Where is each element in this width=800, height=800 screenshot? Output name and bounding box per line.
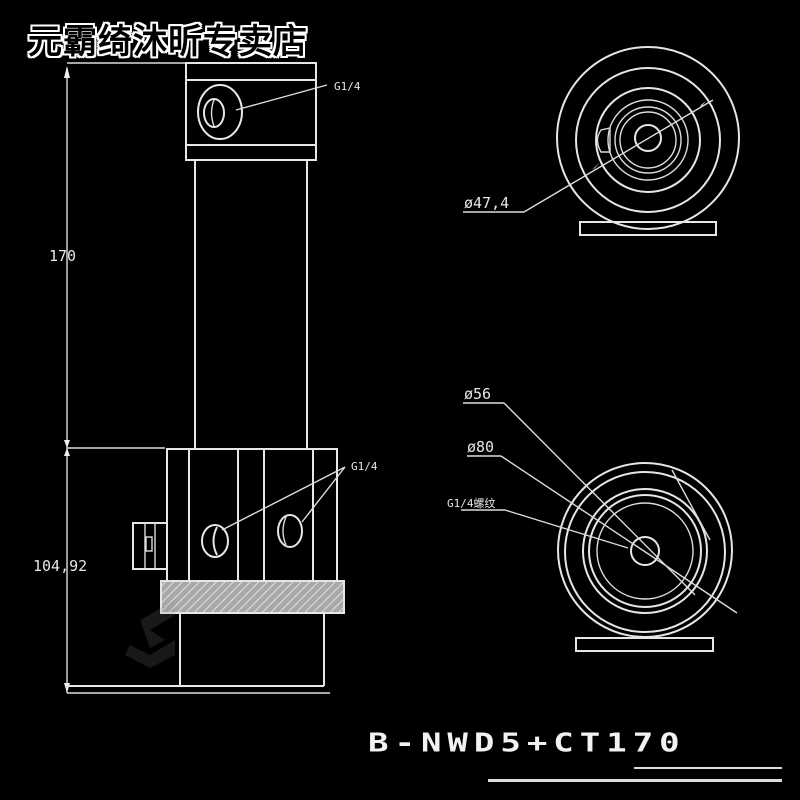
bottom-view-outer-diameter-label: ø56 bbox=[464, 385, 491, 403]
top-view bbox=[463, 46, 740, 236]
side-view bbox=[64, 62, 346, 694]
top-port-label: G1/4 bbox=[334, 80, 361, 93]
bottom-view bbox=[461, 402, 738, 652]
model-underline-long bbox=[488, 779, 782, 782]
watermark-logo bbox=[125, 600, 175, 668]
shop-title: 元霸绮沐昕专卖店 bbox=[28, 22, 308, 62]
dimension-170: 170 bbox=[49, 247, 76, 265]
top-view-diameter-label: ø47,4 bbox=[464, 194, 509, 212]
bottom-ports-label: G1/4 bbox=[351, 460, 378, 473]
model-label: B-NWD5+CT170 bbox=[368, 728, 686, 758]
model-underline-short bbox=[634, 767, 782, 769]
bottom-view-thread-label: G1/4螺纹 bbox=[447, 496, 496, 510]
dimension-104-92: 104,92 bbox=[33, 557, 87, 575]
bottom-view-flange-diameter-label: ø80 bbox=[467, 438, 494, 456]
